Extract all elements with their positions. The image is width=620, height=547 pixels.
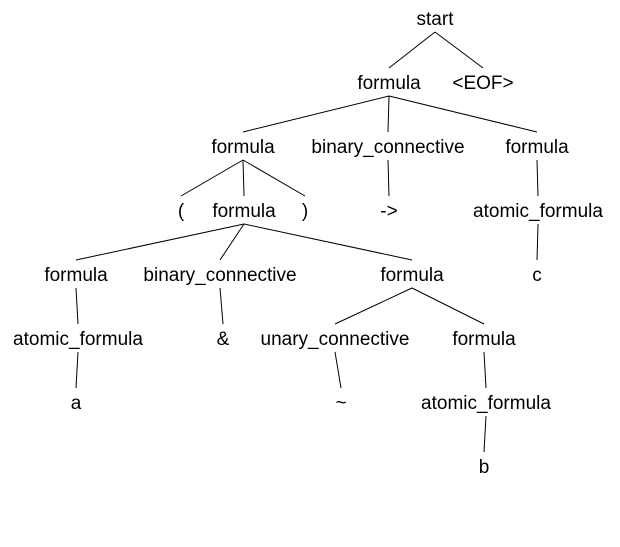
tree-edge [242,159,306,197]
tree-edge [536,223,539,261]
node-atomic-formula: atomic_formula [13,329,143,350]
node-formula: formula [380,265,444,286]
node-binary-connective: binary_connective [143,265,296,286]
tree-edge [219,287,224,325]
tree-edge [242,95,390,133]
node-atomic-formula: atomic_formula [421,393,551,414]
node-binary-connective: binary_connective [311,137,464,158]
tree-edge [180,159,244,197]
tree-edge [387,95,390,133]
node-ampersand: & [217,329,230,350]
node-b: b [479,457,490,478]
tree-edge [334,351,342,389]
node-formula: formula [505,137,569,158]
node-formula: formula [212,201,276,222]
node-tilde: ~ [335,393,346,414]
tree-edge [388,31,436,69]
node-close-paren: ) [302,201,308,222]
tree-edge [75,223,245,261]
tree-edge [242,159,245,197]
tree-edge [483,415,487,453]
tree-edge [75,351,79,389]
node-arrow: -> [380,201,397,222]
tree-edge [411,287,485,325]
node-formula: formula [452,329,516,350]
tree-edge [387,159,390,197]
tree-edge [388,95,538,133]
node-atomic-formula: atomic_formula [473,201,603,222]
node-eof: <EOF> [452,73,513,94]
tree-edge [219,223,245,261]
tree-edge [434,31,484,69]
tree-edge [243,223,413,261]
tree-edge [536,159,539,197]
node-unary-connective: unary_connective [261,329,410,350]
node-start: start [417,9,455,30]
node-a: a [71,393,82,414]
tree-edge [483,351,487,389]
node-open-paren: ( [178,201,185,222]
tree-edge [75,287,79,325]
node-c: c [532,265,542,286]
node-formula: formula [357,73,421,94]
tree-edges [75,31,539,453]
tree-nodes: start formula formula ( formula formula atomic… [13,9,603,478]
node-formula: formula [44,265,108,286]
tree-edge [334,287,413,325]
node-formula: formula [211,137,275,158]
